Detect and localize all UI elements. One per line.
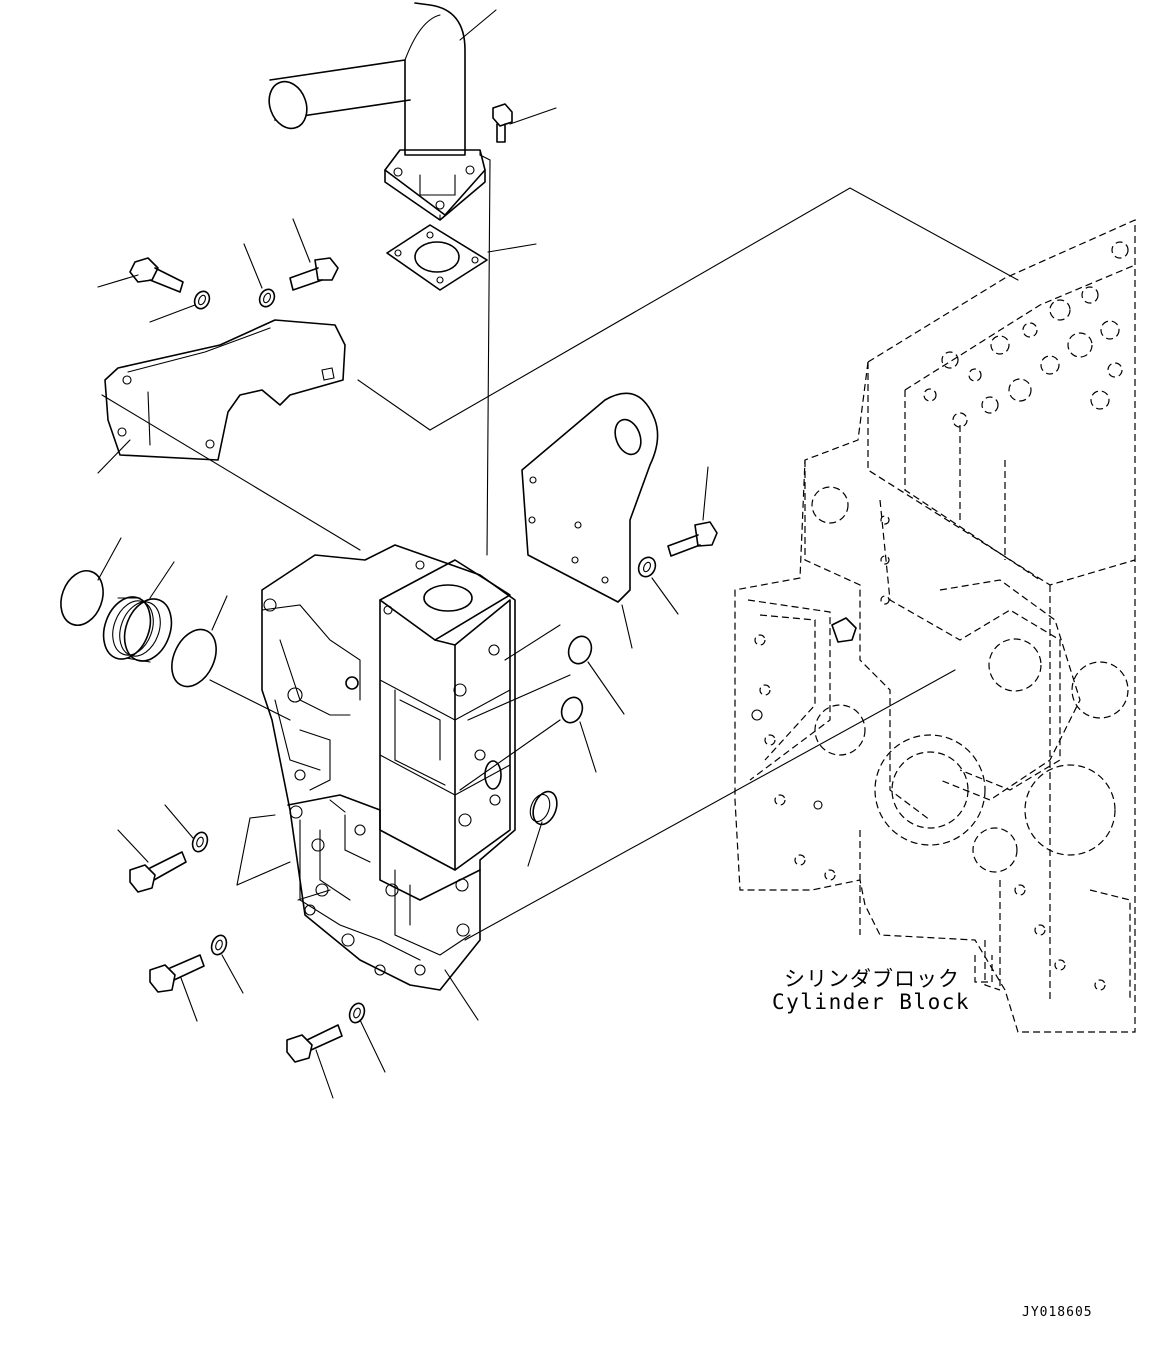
elbow-pipe — [268, 2, 486, 221]
plug-icon — [102, 596, 173, 663]
callout-leaders — [97, 9, 709, 1099]
washer-icon — [210, 934, 228, 956]
mount-bracket — [521, 392, 659, 603]
flange-bolt-icon — [286, 1024, 343, 1063]
flange-bolt-icon — [492, 103, 513, 143]
cylinder-block-label-en: Cylinder Block — [772, 990, 971, 1014]
o-ring-icon — [567, 635, 593, 665]
flange-bolt-icon — [129, 257, 184, 293]
flange-bolt-icon — [289, 257, 339, 291]
flange-bolt-icon — [149, 954, 205, 993]
gasket — [386, 224, 488, 291]
flange-bolt-icon — [667, 521, 718, 557]
washer-icon — [193, 290, 211, 310]
washer-icon — [191, 831, 209, 853]
o-ring-icon — [560, 696, 584, 724]
cylinder-block — [734, 219, 1136, 1033]
plug-icon — [529, 790, 558, 826]
o-ring-icon — [60, 570, 104, 626]
o-ring-icon — [171, 628, 217, 688]
upper-bracket — [104, 319, 346, 461]
assembly-lines — [101, 149, 1019, 941]
flange-bolt-icon — [129, 851, 187, 893]
figure-code: JY018605 — [1022, 1305, 1093, 1320]
washer-icon — [637, 556, 657, 578]
main-housing — [261, 544, 516, 991]
washer-icon — [348, 1002, 366, 1024]
washer-icon — [258, 288, 276, 308]
cylinder-block-label-jp: シリンダブロック — [784, 967, 960, 991]
